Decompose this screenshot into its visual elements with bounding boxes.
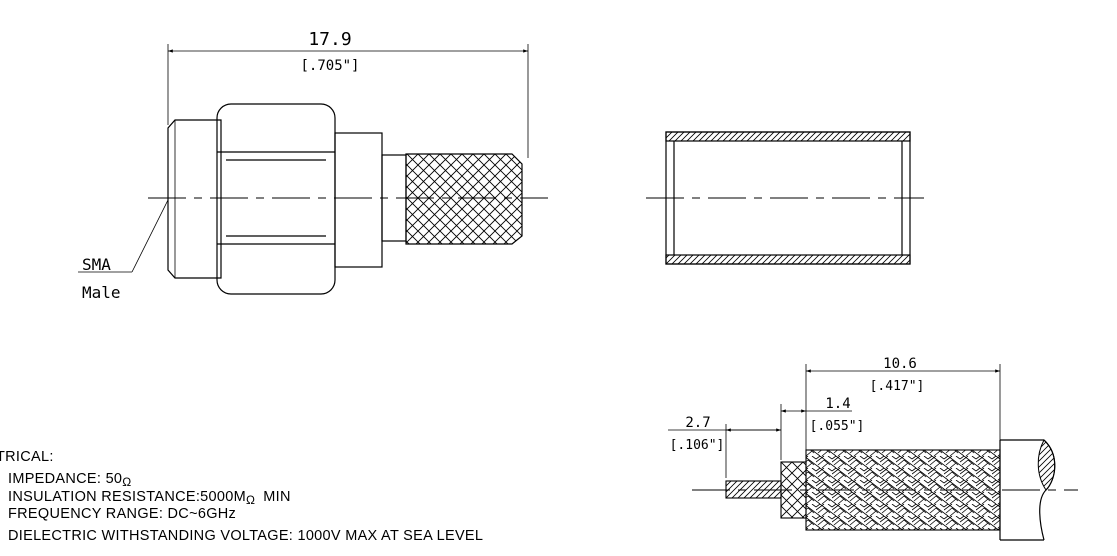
ferrule-view [646, 131, 924, 265]
jacket-strip-inch: [.055"] [810, 419, 865, 434]
spec-voltage: DIELECTRIC WITHSTANDING VOLTAGE: 1000V M… [8, 528, 483, 544]
center-length-mm: 2.7 [685, 415, 710, 431]
overall-length-dimension: 17.9 [.705"] [167, 29, 529, 158]
jacket-strip-mm: 1.4 [825, 396, 850, 412]
overall-length-mm: 17.9 [308, 29, 351, 50]
callout-sma: SMA [82, 255, 111, 274]
callout-male: Male [82, 283, 121, 302]
jacket-strip-dimension: 1.4 [.055"] [780, 396, 865, 460]
braid-length-mm: 10.6 [883, 356, 917, 372]
connector-body-step [334, 132, 383, 268]
cable-jacket [999, 439, 1056, 541]
sma-male-callout: SMA Male [78, 199, 169, 302]
cable-prep-view: 10.6 [.417"] 1.4 [.055"] 2.7 [.106"] [668, 356, 1078, 541]
knurled-crimp-sleeve [405, 153, 523, 245]
braid-length-inch: [.417"] [870, 379, 925, 394]
braid-length-dimension: 10.6 [.417"] [805, 356, 1001, 450]
coupling-front [167, 119, 222, 279]
overall-length-inch: [.705"] [300, 58, 359, 74]
connector-view: 17.9 [.705"] SMA [78, 29, 548, 302]
center-length-inch: [.106"] [670, 438, 725, 453]
center-conductor [725, 480, 782, 499]
spec-frequency: FREQUENCY RANGE: DC~6GHz [8, 506, 236, 522]
electrical-specs: TRICAL: IMPEDANCE: 50Ω INSULATION RESIST… [0, 449, 483, 544]
specs-heading: TRICAL: [0, 449, 54, 465]
center-length-dimension: 2.7 [.106"] [668, 415, 781, 478]
spec-impedance: IMPEDANCE: 50Ω [8, 471, 132, 489]
hex-nut [216, 103, 336, 295]
